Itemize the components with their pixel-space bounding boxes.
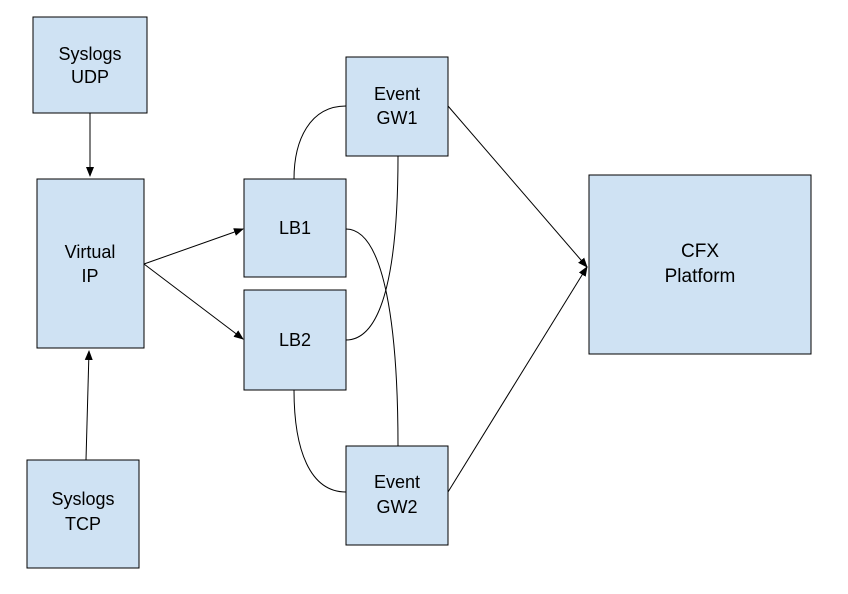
node-virtual-ip: Virtual IP xyxy=(36,178,145,349)
edge-lb2-to-event-gw1 xyxy=(345,155,399,341)
node-event-gw1-line2: GW1 xyxy=(376,108,417,128)
node-lb2: LB2 xyxy=(243,289,347,391)
node-lb1: LB1 xyxy=(243,178,347,278)
node-cfx-platform-line1: CFX xyxy=(681,241,719,262)
edge-virtual-ip-to-lb2 xyxy=(143,263,244,340)
node-event-gw1: Event GW1 xyxy=(345,56,449,157)
edge-lb1-to-event-gw1 xyxy=(293,105,347,180)
node-virtual-ip-line1: Virtual xyxy=(65,242,116,262)
node-event-gw2-line2: GW2 xyxy=(376,497,417,517)
edge-lb2-to-event-gw2 xyxy=(293,389,347,493)
node-syslogs-tcp-line1: Syslogs xyxy=(51,489,114,509)
edge-event-gw2-to-cfx-platform xyxy=(447,266,588,493)
edge-virtual-ip-to-lb1 xyxy=(143,228,244,265)
node-syslogs-udp: Syslogs UDP xyxy=(32,16,148,114)
node-cfx-platform-line2: Platform xyxy=(665,266,736,287)
node-lb2-label: LB2 xyxy=(279,330,311,350)
node-event-gw2-line1: Event xyxy=(374,472,420,492)
node-cfx-platform: CFX Platform xyxy=(588,174,812,355)
node-syslogs-tcp: Syslogs TCP xyxy=(26,459,140,569)
node-syslogs-udp-line2: UDP xyxy=(71,67,109,87)
node-syslogs-tcp-line2: TCP xyxy=(65,514,101,534)
edge-event-gw1-to-cfx-platform xyxy=(447,105,588,268)
node-lb1-label: LB1 xyxy=(279,218,311,238)
edge-syslogs-tcp-to-virtual-ip xyxy=(84,350,93,461)
edge-lb1-to-event-gw2 xyxy=(345,228,399,447)
edges xyxy=(84,105,588,493)
node-virtual-ip-line2: IP xyxy=(81,266,98,286)
node-syslogs-udp-line1: Syslogs xyxy=(58,44,121,64)
node-event-gw2: Event GW2 xyxy=(345,445,449,546)
node-event-gw1-line1: Event xyxy=(374,84,420,104)
